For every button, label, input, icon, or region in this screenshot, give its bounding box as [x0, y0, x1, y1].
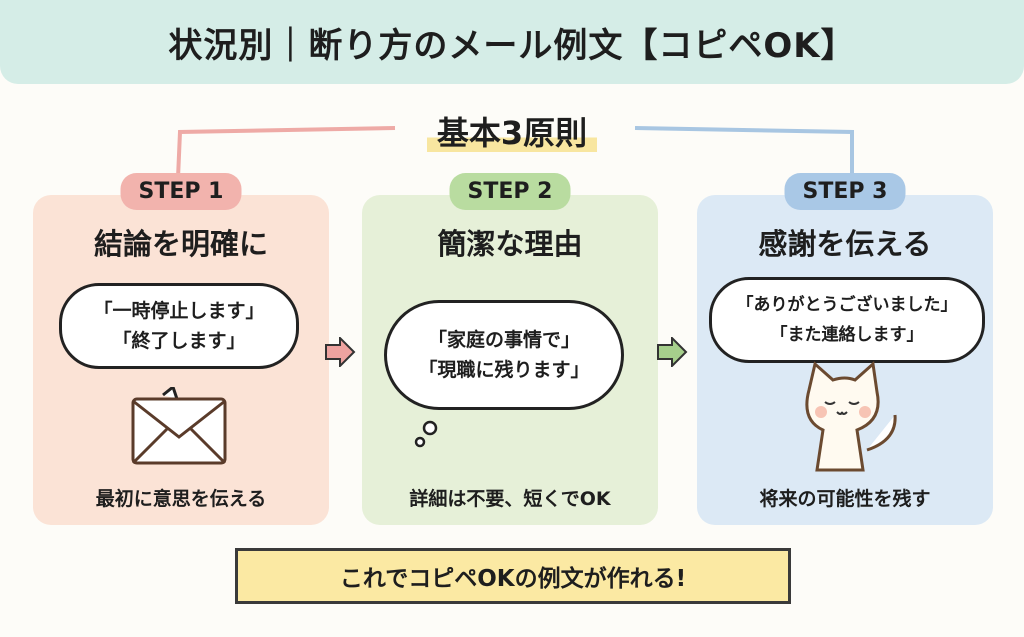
arrow-right-icon — [657, 337, 688, 367]
bottom-banner: これでコピペOKの例文が作れる! — [235, 548, 791, 604]
header: 状況別｜断り方のメール例文【コピペOK】 — [0, 0, 1024, 84]
step-heading: 結論を明確に — [93, 227, 268, 261]
step-footer: 将来の可能性を残す — [759, 488, 931, 510]
step-label: STEP 2 — [449, 173, 571, 210]
bubble-line: 「家庭の事情で」 — [427, 329, 580, 351]
step-card-3: STEP 3 感謝を伝える 「ありがとうございました」 「また連絡します」 将来… — [697, 173, 993, 525]
bubble-line: 「ありがとうございました」 — [736, 295, 958, 315]
subtitle: 基本3原則 — [0, 108, 1024, 154]
page-title: 状況別｜断り方のメール例文【コピペOK】 — [168, 25, 856, 66]
step-card-2: STEP 2 簡潔な理由 「家庭の事情で」 「現職に残ります」 詳細は不要、短く… — [362, 173, 658, 525]
step-footer: 詳細は不要、短くでOK — [409, 488, 611, 510]
banner-text: これでコピペOKの例文が作れる! — [339, 566, 687, 592]
arrow-right-icon — [325, 337, 356, 367]
bubble-line: 「現職に残ります」 — [418, 359, 590, 381]
bubble-line: 「また連絡します」 — [770, 325, 924, 345]
bubble-line: 「終了します」 — [112, 330, 246, 352]
cat-icon — [805, 361, 897, 472]
envelope-icon — [131, 387, 227, 465]
speech-bubble: 「ありがとうございました」 「また連絡します」 — [709, 277, 985, 363]
step-heading: 簡潔な理由 — [437, 227, 583, 261]
step-label: STEP 3 — [784, 173, 906, 210]
connector-lines — [176, 126, 854, 179]
step-heading: 感謝を伝える — [758, 227, 932, 261]
step-label: STEP 1 — [120, 173, 242, 210]
bubble-line: 「一時停止します」 — [93, 300, 265, 322]
thought-bubble-icon: 「家庭の事情で」 「現職に残ります」 — [384, 300, 624, 410]
speech-bubble: 「一時停止します」 「終了します」 — [59, 283, 299, 369]
step-footer: 最初に意思を伝える — [95, 488, 267, 510]
thought-dot — [414, 420, 438, 448]
step-card-1: STEP 1 結論を明確に 「一時停止します」 「終了します」 最初に意思を伝え… — [33, 173, 329, 525]
